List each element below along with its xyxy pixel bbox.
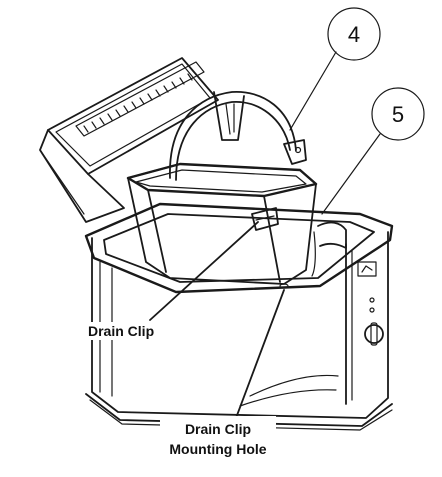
- drain-clip-label-bg: [86, 322, 164, 340]
- mounting-hole-label-line1: Drain Clip: [185, 421, 251, 437]
- lid-vent-slots: [75, 61, 205, 137]
- callout-5-number: 5: [392, 102, 404, 127]
- fry-basket: [126, 91, 318, 285]
- drain-tube: [311, 221, 347, 277]
- callout-4-number: 4: [348, 22, 360, 47]
- drain-clip-label: Drain Clip: [88, 323, 154, 339]
- callout-5: 5: [321, 87, 425, 215]
- mounting-hole-leader: [235, 289, 285, 419]
- power-indicator-icon: [357, 261, 377, 277]
- mounting-hole-label-bg: [160, 416, 276, 462]
- mounting-hole-label-line2: Mounting Hole: [169, 441, 266, 457]
- fryer-lid: [39, 57, 219, 223]
- fryer-body: [84, 202, 394, 431]
- thermostat-knob-icon: [364, 322, 384, 346]
- callout-4: 4: [289, 7, 381, 131]
- mounting-hole-icon: [279, 283, 289, 289]
- drain-clip-leader: [149, 221, 259, 321]
- indicator-light-icon: [369, 297, 375, 303]
